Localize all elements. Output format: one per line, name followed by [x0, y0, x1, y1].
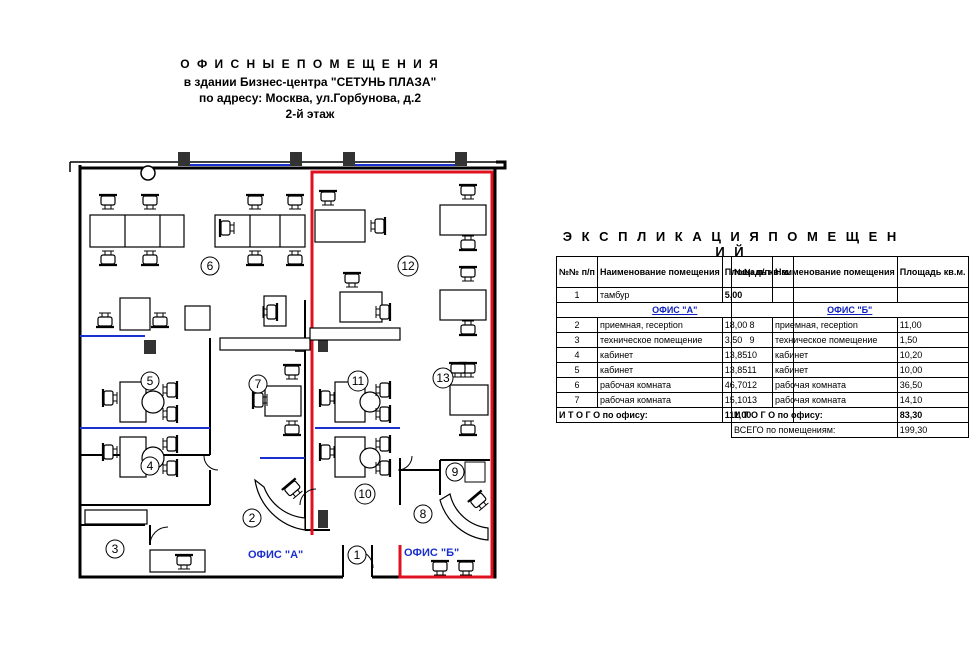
- plan-subtitle-floor: 2-й этаж: [285, 107, 335, 121]
- room-2: 2: [242, 508, 262, 528]
- room-4: 4: [140, 456, 160, 476]
- room-number: 2: [249, 511, 256, 525]
- room-number: 12: [401, 259, 415, 273]
- room-9: 9: [445, 462, 465, 482]
- room-3: 3: [105, 539, 125, 559]
- room-7: 7: [248, 374, 268, 394]
- room-6: 6: [200, 256, 220, 276]
- room-12: 12: [397, 255, 419, 277]
- office-b-total-row: И Т О Г О по офису: 83,30: [731, 407, 969, 423]
- office-b-heading: ОФИС "Б": [731, 302, 969, 318]
- plan-title: О Ф И С Н Ы Е П О М Е Щ Е Н И Я: [180, 57, 440, 71]
- room-1: 1: [347, 545, 367, 565]
- room-number: 4: [147, 459, 154, 473]
- explication-title: Э К С П Л И К А Ц И Я П О М Е Щ Е Н И Й: [562, 229, 900, 259]
- room-number: 6: [207, 259, 214, 273]
- col-name-header: Наименование помещения: [596, 256, 723, 288]
- room-number: 8: [420, 507, 427, 521]
- doors: [149, 455, 413, 569]
- table-row-empty: [731, 287, 969, 303]
- office-b-boundary: [310, 170, 494, 579]
- room-10: 10: [354, 483, 376, 505]
- room-11: 11: [347, 370, 369, 392]
- label-office-b: ОФИС "Б": [404, 547, 459, 559]
- riser-icon: [140, 165, 156, 181]
- grand-total-row: ВСЕГО по помещениям: 199,30: [731, 422, 969, 438]
- col-area-header: Площадь кв.м.: [896, 256, 969, 288]
- room-number: 1: [354, 548, 361, 562]
- room-numbers: 1 2 3 4 5 6 7 8 9 10 11 12 13: [105, 255, 465, 565]
- room-number: 13: [436, 371, 450, 385]
- explication-table-office-b: №№ п/п Наименование помещения Площадь кв…: [731, 256, 969, 438]
- plan-subtitle-address: по адресу: Москва, ул.Горбунова, д.2: [198, 91, 421, 105]
- room-8: 8: [413, 504, 433, 524]
- room-number: 9: [452, 465, 459, 479]
- reception-desk-b: [439, 493, 489, 541]
- col-num-header: №№ п/п: [731, 256, 773, 288]
- desks: [84, 204, 489, 573]
- room-13: 13: [432, 367, 454, 389]
- room-number: 11: [352, 374, 365, 388]
- label-office-a: ОФИС "А": [248, 549, 303, 561]
- room-number: 7: [255, 377, 262, 391]
- room-number: 10: [358, 487, 372, 501]
- col-num-header: №№ п/п: [556, 256, 598, 288]
- room-number: 5: [147, 374, 154, 388]
- room-5: 5: [140, 371, 160, 391]
- room-number: 3: [112, 542, 119, 556]
- plan-subtitle-building: в здании Бизнес-центра "СЕТУНЬ ПЛАЗА": [183, 75, 437, 89]
- col-name-header: Наименование помещения: [771, 256, 898, 288]
- reception-desk-a: [254, 478, 306, 531]
